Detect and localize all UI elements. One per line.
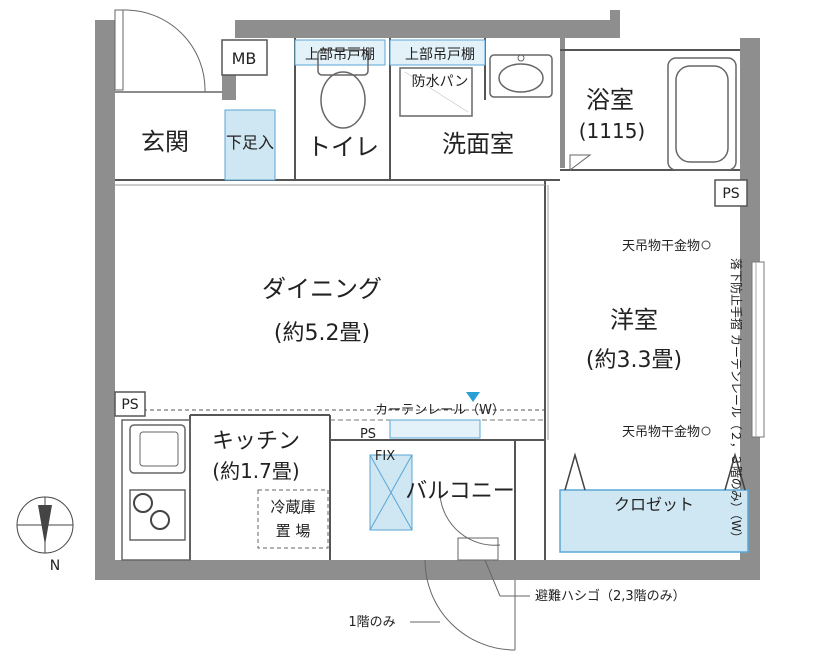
curtain-rail-label: カーテンレール（W） bbox=[375, 403, 505, 418]
western-label: 洋室 bbox=[610, 306, 658, 334]
western-size-label: (約3.3畳) bbox=[586, 348, 682, 373]
upper-shelf-1-label: 上部吊戸棚 bbox=[305, 47, 375, 63]
first-floor-label: 1階のみ bbox=[348, 615, 395, 630]
dining-label: ダイニング bbox=[262, 275, 382, 303]
kitchen-size-label: (約1.7畳) bbox=[212, 459, 299, 483]
hanger-label-1: 天吊物干金物 bbox=[622, 238, 700, 254]
fridge-1-label: 冷蔵庫 bbox=[270, 498, 315, 516]
toilet-label: トイレ bbox=[307, 133, 379, 161]
hanger-label-2: 天吊物干金物 bbox=[622, 424, 700, 440]
fridge-2-label: 置 場 bbox=[276, 522, 311, 540]
ps-label-1: PS bbox=[722, 186, 739, 202]
ps-label-2: PS bbox=[121, 397, 138, 413]
balcony-label: バルコニー bbox=[405, 479, 515, 504]
upper-shelf-2-label: 上部吊戸棚 bbox=[405, 47, 475, 63]
fix-label: FIX bbox=[375, 449, 395, 464]
walls bbox=[95, 10, 760, 580]
mb-label: MB bbox=[232, 49, 257, 68]
entrance-label: 玄関 bbox=[141, 128, 189, 156]
ladder-label: 避難ハシゴ（2,3階のみ） bbox=[535, 588, 686, 604]
north-label: N bbox=[50, 558, 60, 574]
shoe-box-label: 下足入 bbox=[226, 133, 274, 152]
kitchen-label: キッチン bbox=[212, 429, 300, 454]
bath-size-label: (1115) bbox=[579, 119, 646, 143]
ps-label-3: PS bbox=[360, 427, 376, 442]
dining-size-label: (約5.2畳) bbox=[274, 321, 370, 346]
waterproof-pan-label: 防水パン bbox=[412, 74, 469, 90]
bath-label: 浴室 bbox=[586, 86, 634, 114]
side-note-label: 落下防止手摺 カーテンレール（２，３階のみ）（W） bbox=[729, 258, 744, 544]
closet-label: クロゼット bbox=[614, 495, 694, 514]
washroom-label: 洗面室 bbox=[442, 130, 514, 158]
